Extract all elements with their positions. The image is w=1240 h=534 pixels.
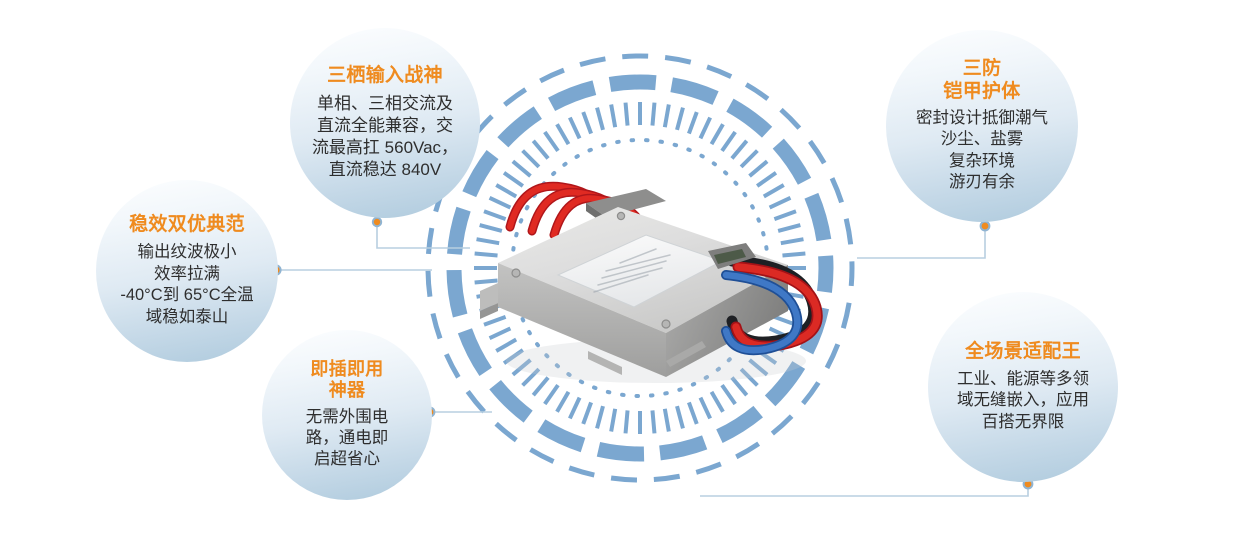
callout-title: 三防 铠甲护体 (943, 58, 1021, 102)
callout-three-proof-armor[interactable]: 三防 铠甲护体 密封设计抵御潮气 沙尘、盐雾 复杂环境 游刃有余 (886, 30, 1078, 222)
callout-body: 单相、三相交流及 直流全能兼容，交 流最高扛 560Vac， 直流稳达 840V (311, 93, 459, 179)
callout-all-scenario[interactable]: 全场景适配王 工业、能源等多领 域无缝嵌入，应用 百搭无界限 (928, 292, 1118, 482)
callout-body: 输出纹波极小 效率拉满 -40°C到 65°C全温 域稳如泰山 (120, 243, 254, 326)
callout-stability-efficiency[interactable]: 稳效双优典范 输出纹波极小 效率拉满 -40°C到 65°C全温 域稳如泰山 (96, 180, 278, 362)
callout-body: 密封设计抵御潮气 沙尘、盐雾 复杂环境 游刃有余 (916, 109, 1048, 192)
connector-topright (857, 226, 986, 259)
callout-plug-and-play[interactable]: 即插即用 神器 无需外围电 路，通电即 启超省心 (262, 330, 432, 500)
decorative-tech-rings (420, 48, 860, 488)
product-module-photo (470, 115, 830, 405)
callout-triple-input[interactable]: 三栖输入战神 单相、三相交流及 直流全能兼容，交 流最高扛 560Vac， 直流… (290, 28, 480, 218)
callout-title: 三栖输入战神 (327, 65, 443, 87)
callout-body: 工业、能源等多领 域无缝嵌入，应用 百搭无界限 (957, 370, 1089, 431)
callout-title: 全场景适配王 (965, 340, 1081, 362)
callout-title: 稳效双优典范 (129, 213, 245, 235)
callout-title: 即插即用 神器 (310, 359, 384, 401)
callout-body: 无需外围电 路，通电即 启超省心 (305, 407, 389, 469)
